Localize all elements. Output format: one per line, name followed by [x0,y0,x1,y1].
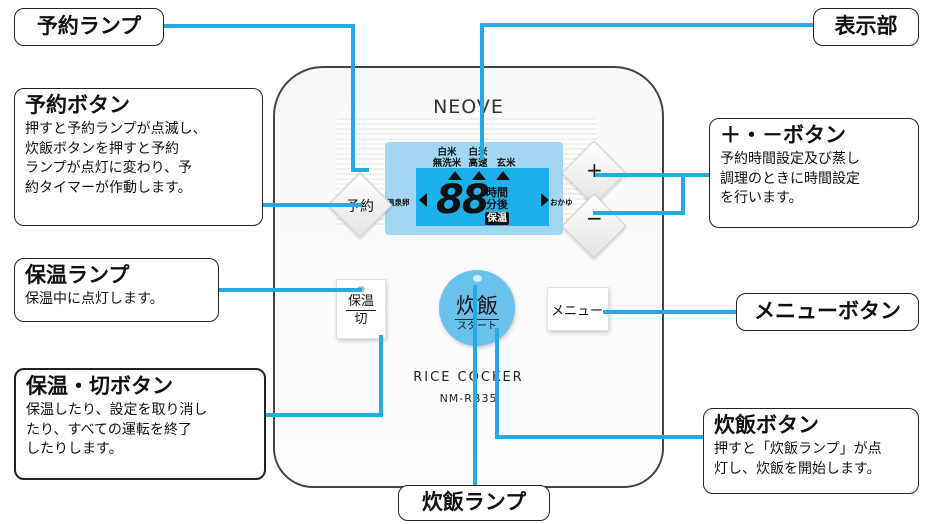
callout-hoon-kiri: 保温・切ボタン 保温したり、設定を取り消し たり、すべての運転を終了 したりしま… [14,368,266,480]
hoon-kiri-label: 保温 切 [345,294,376,327]
triangle-up-icon [448,171,462,180]
callout-yoyaku-button: 予約ボタン 押すと予約ランプが点滅し、 炊飯ボタンを押すと予約 ランプが点灯に変… [14,88,263,226]
brand-logo: NEOVE [433,96,504,118]
callout-hyoji: 表示部 [813,8,919,46]
triangle-left-icon [419,193,427,207]
leader-hoon-kiri [263,335,383,417]
lcd-label-onsen-tamago: 温泉卵 [387,198,410,207]
triangle-right-icon [541,193,549,207]
lcd-digits: 88 [436,177,490,223]
leader-hyoji [480,23,815,160]
menu-button-label: メニュー [550,304,603,319]
lcd-time-labels: 時間分後 [486,186,508,211]
lcd-label-genmai: 玄米 [496,158,516,169]
leader-yoyaku-lamp [161,24,369,172]
callout-plus-minus: ＋・－ボタン 予約時間設定及び蒸し 調理のときに時間設定 を行います。 [709,118,919,228]
lcd-label-hakumai-musenmai: 白米無洗米 [432,147,462,169]
callout-hoon-lamp: 保温ランプ 保温中に点灯します。 [14,258,219,322]
model-number: NM-RB35 [439,392,498,405]
leader-plus-minus [593,173,712,215]
model-name: RICE COCKER [413,370,524,385]
callout-menu-button: メニューボタン [736,293,919,331]
callout-suihan-button: 炊飯ボタン 押すと「炊飯ランプ」が点 灯し、炊飯を開始します。 [703,408,919,494]
suihan-lamp [473,275,482,282]
callout-yoyaku-lamp: 予約ランプ [14,8,164,46]
triangle-up-icon [496,171,510,180]
callout-suihan-lamp: 炊飯ランプ [398,485,550,521]
triangle-up-icon [472,171,486,180]
leader-suihan-button [495,328,708,439]
lcd-label-okayu: おかゆ [550,198,573,207]
menu-button[interactable] [547,287,609,331]
lcd-keep-warm-indicator: 保温 [485,212,509,225]
lcd-label-hakumai-kosoku: 白米高速 [468,147,488,169]
